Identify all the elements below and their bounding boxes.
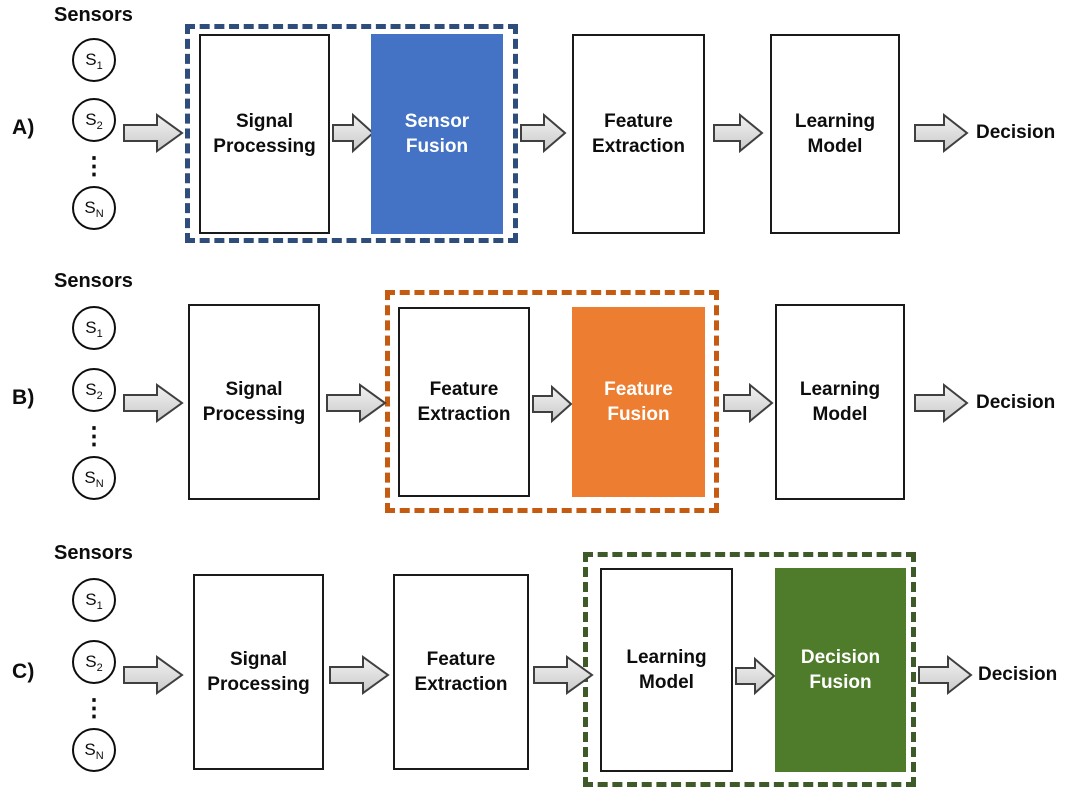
sensor-node-label: S1 <box>85 590 103 612</box>
block-arrow-right-icon <box>532 384 573 424</box>
decision-output-A: Decision <box>976 122 1056 143</box>
stage-box-learning-model-B[interactable]: Learning Model <box>775 304 905 500</box>
stage-box-signal-processing-C[interactable]: Signal Processing <box>193 574 324 770</box>
block-arrow-right-icon <box>332 112 375 154</box>
arrow-signal-processing-to-feature-extraction-C <box>328 654 390 696</box>
sensor-node-sn-A: SN <box>72 186 116 230</box>
block-arrow-right-icon <box>123 113 184 153</box>
sensor-node-sn-B: SN <box>72 456 116 500</box>
stage-box-sensor-fusion-A[interactable]: Sensor Fusion <box>371 34 503 234</box>
sensor-node-label: SN <box>84 198 104 220</box>
sensor-node-label: S1 <box>85 318 103 340</box>
sensor-node-sn-C: SN <box>72 728 116 772</box>
row-label-A: A) <box>12 116 35 139</box>
stage-box-feature-extraction-B[interactable]: Feature Extraction <box>398 307 530 497</box>
sensor-ellipsis-B: ⋮ <box>82 423 106 450</box>
stage-label: Learning Model <box>626 646 707 693</box>
row-A: Sensors A) S1 S2 ⋮ SN Signal <box>0 0 1080 260</box>
sensors-title-B: Sensors <box>54 270 133 292</box>
sensor-node-label: SN <box>84 468 104 490</box>
stage-box-decision-fusion-C[interactable]: Decision Fusion <box>775 568 906 772</box>
sensor-node-s1-A: S1 <box>72 38 116 82</box>
sensor-node-s2-B: S2 <box>72 368 116 412</box>
sensor-node-s2-C: S2 <box>72 640 116 684</box>
block-arrow-right-icon <box>918 654 973 696</box>
stage-box-learning-model-A[interactable]: Learning Model <box>770 34 900 234</box>
stage-box-signal-processing-A[interactable]: Signal Processing <box>199 34 330 234</box>
block-arrow-right-icon <box>123 655 184 695</box>
stage-box-learning-model-C[interactable]: Learning Model <box>600 568 733 772</box>
block-arrow-right-icon <box>326 383 387 423</box>
row-C: Sensors C) S1 S2 ⋮ SN Signal Processing <box>0 532 1080 800</box>
sensor-node-s1-C: S1 <box>72 578 116 622</box>
decision-output-C: Decision <box>978 664 1058 685</box>
block-arrow-right-icon <box>329 655 390 695</box>
stage-box-feature-fusion-B[interactable]: Feature Fusion <box>572 307 705 497</box>
sensors-title-A: Sensors <box>54 4 133 26</box>
stage-label: Signal Processing <box>202 378 306 425</box>
arrow-feature-extraction-to-feature-fusion-B <box>531 384 573 424</box>
sensor-node-label: S2 <box>85 380 103 402</box>
arrow-signal-processing-to-feature-extraction-B <box>325 382 387 424</box>
block-arrow-right-icon <box>123 383 184 423</box>
decision-output-B: Decision <box>976 392 1056 413</box>
arrow-learning-model-to-decision-A <box>913 112 969 154</box>
arrow-learning-model-to-decision-fusion-C <box>734 656 776 696</box>
sensor-node-s1-B: S1 <box>72 306 116 350</box>
block-arrow-right-icon <box>520 112 567 154</box>
sensor-node-s2-A: S2 <box>72 98 116 142</box>
stage-label: Signal Processing <box>213 110 316 157</box>
block-arrow-right-icon <box>914 112 969 154</box>
stage-label: Feature Extraction <box>417 378 511 425</box>
arrow-sensor-fusion-to-feature-extraction-A <box>519 112 567 154</box>
stage-box-feature-extraction-A[interactable]: Feature Extraction <box>572 34 705 234</box>
stage-box-feature-extraction-C[interactable]: Feature Extraction <box>393 574 529 770</box>
block-arrow-right-icon <box>735 656 776 696</box>
arrow-feature-extraction-to-learning-model-A <box>712 112 764 154</box>
stage-label: Learning Model <box>794 110 876 157</box>
stage-label: Learning Model <box>799 378 881 425</box>
arrow-learning-model-to-decision-B <box>913 382 969 424</box>
arrow-feature-fusion-to-learning-model-B <box>722 382 774 424</box>
sensor-node-label: SN <box>84 740 104 762</box>
stage-label: Decision Fusion <box>800 646 881 693</box>
stage-label: Feature Fusion <box>604 378 673 425</box>
stage-box-signal-processing-B[interactable]: Signal Processing <box>188 304 320 500</box>
stage-label: Sensor Fusion <box>404 110 470 157</box>
block-arrow-right-icon <box>914 382 969 424</box>
stage-label: Signal Processing <box>207 648 310 695</box>
arrow-sensors-to-signal-processing-A <box>122 112 184 154</box>
stage-label: Feature Extraction <box>592 110 685 157</box>
stage-label: Feature Extraction <box>414 648 508 695</box>
sensor-ellipsis-C: ⋮ <box>82 695 106 722</box>
block-arrow-right-icon <box>713 112 764 154</box>
sensor-node-label: S1 <box>85 50 103 72</box>
arrow-sensors-to-signal-processing-B <box>122 382 184 424</box>
arrow-sensors-to-signal-processing-C <box>122 654 184 696</box>
row-label-C: C) <box>12 660 35 683</box>
block-arrow-right-icon <box>723 382 774 424</box>
arrow-feature-extraction-to-learning-model-C <box>532 654 594 696</box>
row-label-B: B) <box>12 386 35 409</box>
arrow-decision-fusion-to-decision-C <box>917 654 973 696</box>
sensor-node-label: S2 <box>85 110 103 132</box>
sensors-title-C: Sensors <box>54 542 133 564</box>
sensor-node-label: S2 <box>85 652 103 674</box>
sensor-ellipsis-A: ⋮ <box>82 153 106 180</box>
row-B: Sensors B) S1 S2 ⋮ SN Signal Processing <box>0 262 1080 530</box>
block-arrow-right-icon <box>533 655 594 695</box>
arrow-signal-processing-to-sensor-fusion-A <box>331 112 375 154</box>
